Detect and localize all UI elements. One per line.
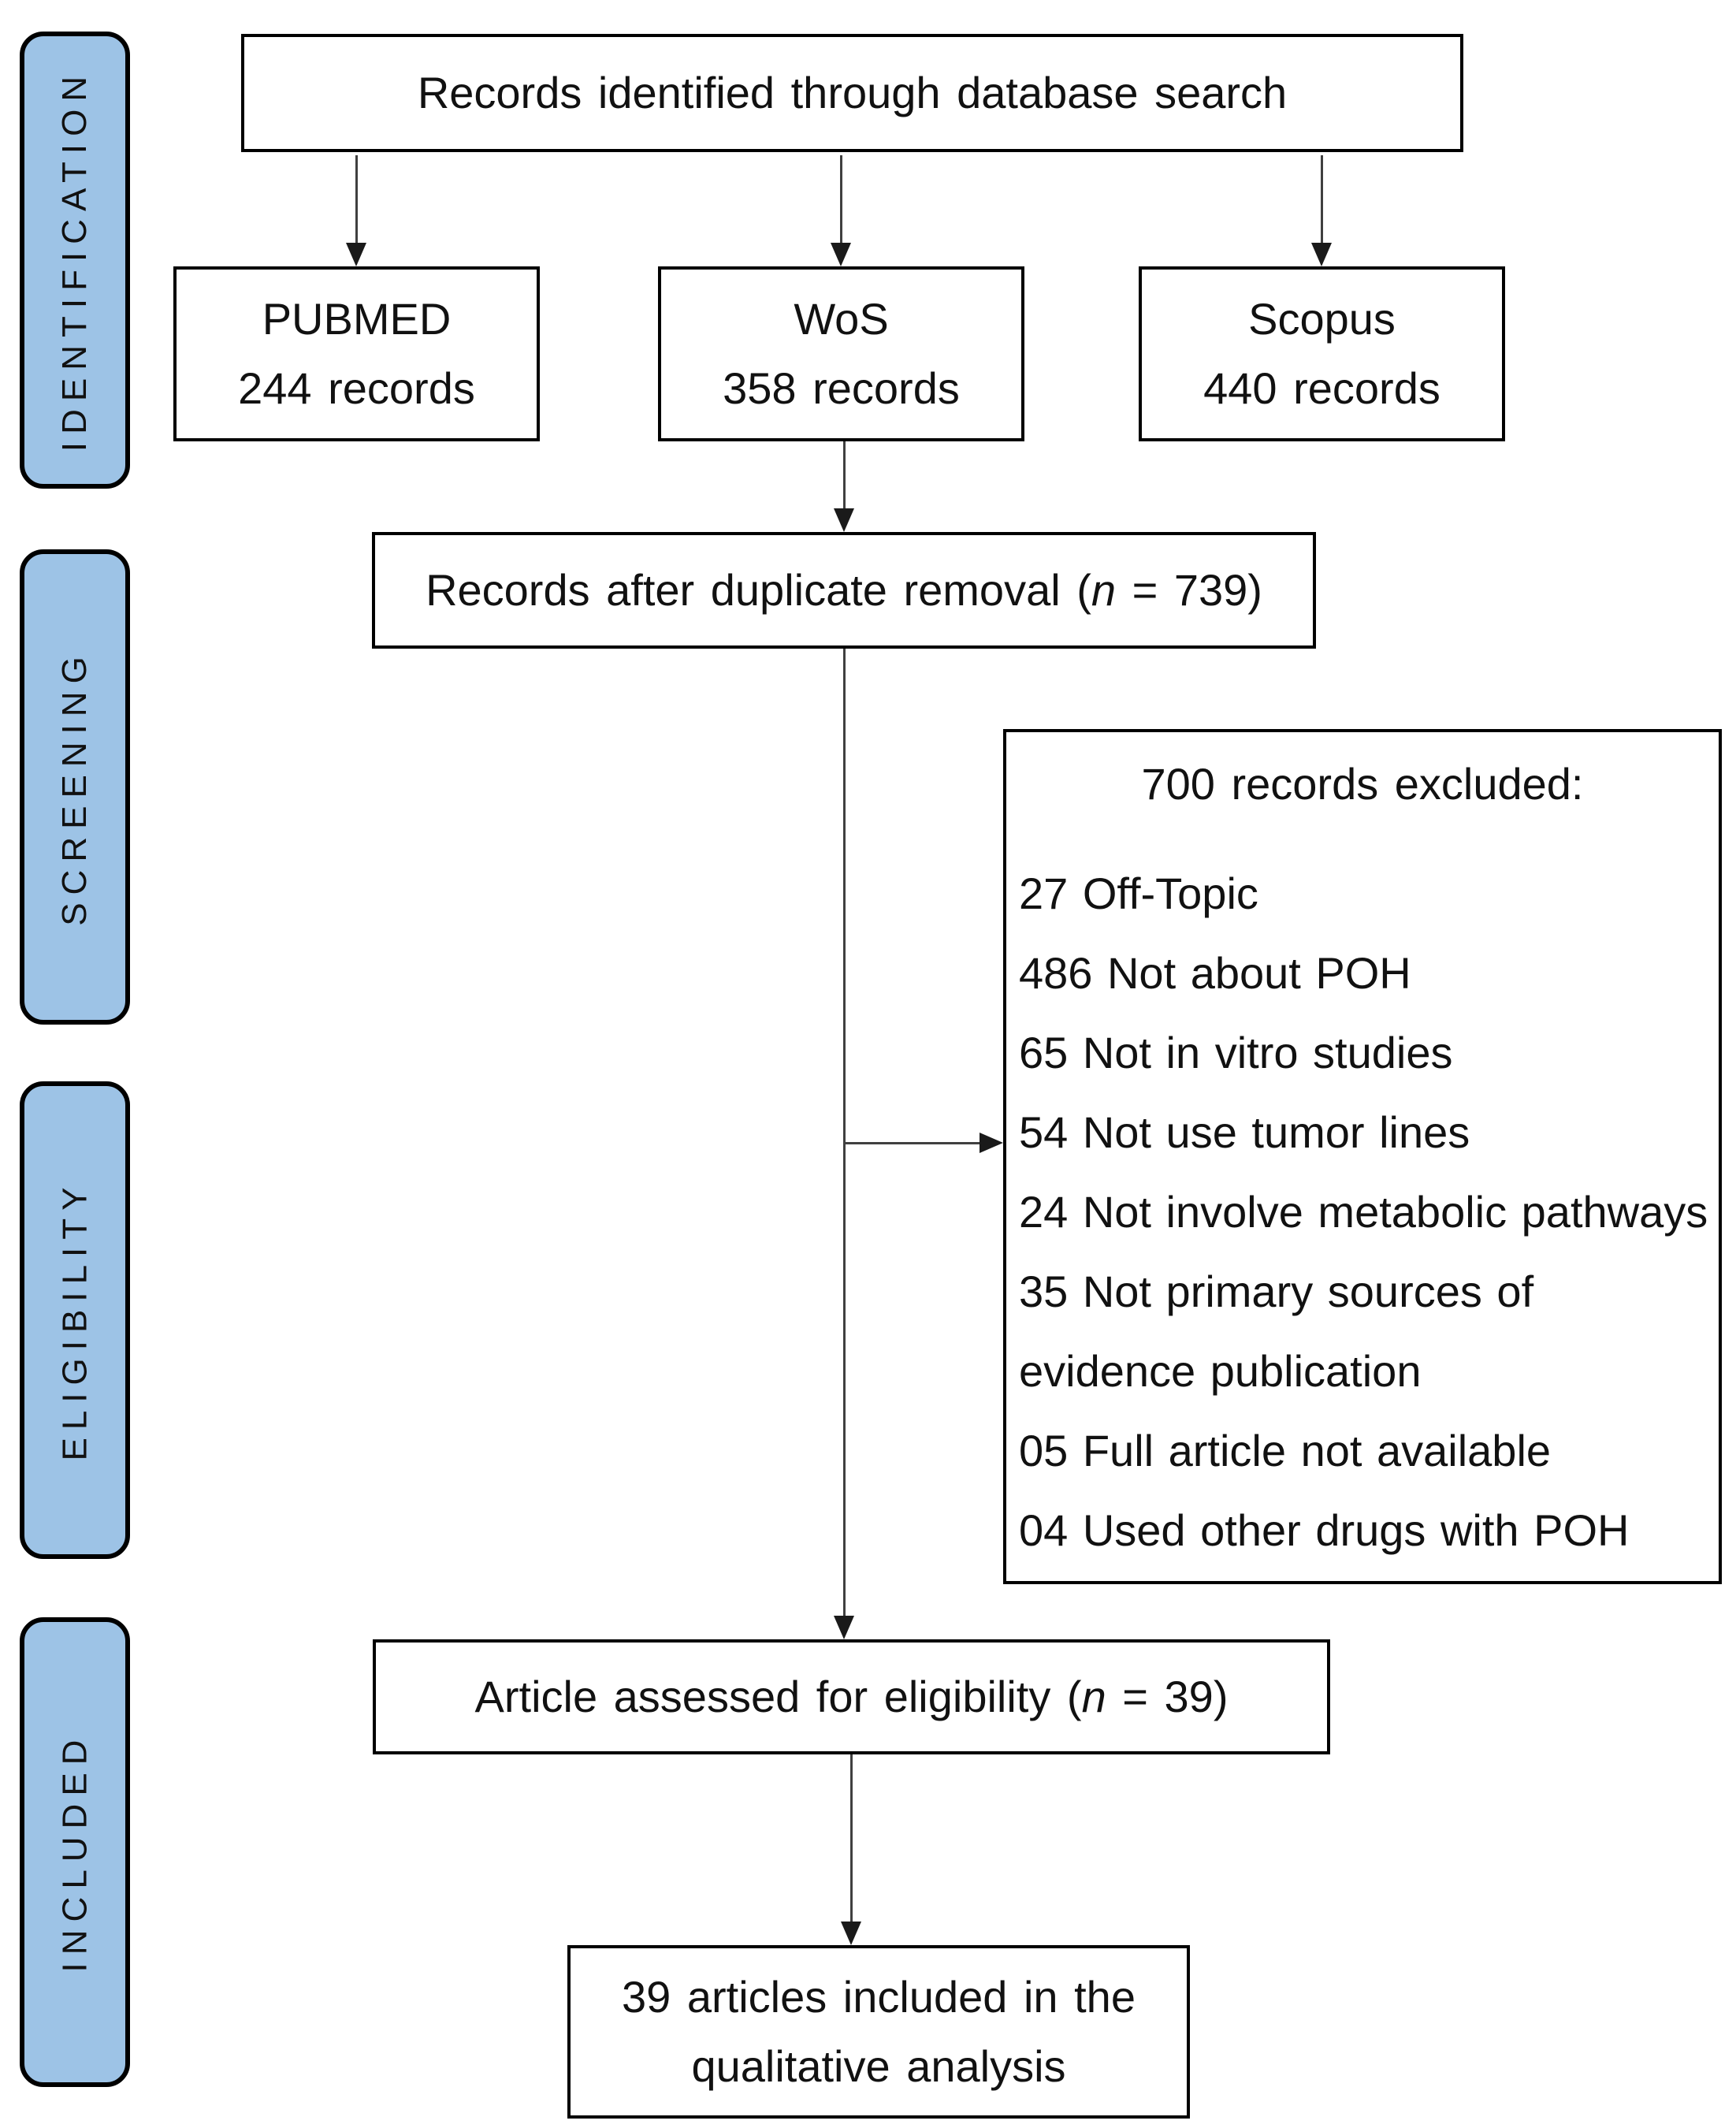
arrowhead-down-icon (834, 1616, 854, 1639)
excluded-reason: 24 Not involve metabolic pathways (1019, 1187, 1708, 1237)
included-articles-box: 39 articles included in the qualitative … (567, 1945, 1190, 2119)
stage-eligibility: ELIGIBILITY (20, 1081, 130, 1559)
excluded-reasons-list: 27 Off-Topic 486 Not about POH 65 Not in… (1006, 854, 1719, 1570)
eligibility-assessed-text: Article assessed for eligibility (n = 39… (475, 1662, 1229, 1732)
excluded-reason: 65 Not in vitro studies (1019, 1028, 1453, 1077)
arrow-branch-to-excluded (845, 1133, 1003, 1153)
stage-screening: SCREENING (20, 549, 130, 1025)
eligibility-assessed-box: Article assessed for eligibility (n = 39… (373, 1639, 1330, 1754)
arrow-eligibility-to-included (841, 1754, 861, 1945)
scopus-name: Scopus (1248, 294, 1396, 344)
scopus-box: Scopus 440 records (1139, 266, 1505, 441)
duplicates-removed-text: Records after duplicate removal (n = 739… (426, 556, 1262, 625)
records-identified-text: Records identified through database sear… (417, 68, 1288, 117)
excluded-reason: evidence publication (1019, 1346, 1422, 1396)
excluded-reason: 05 Full article not available (1019, 1426, 1552, 1475)
excluded-reason: 486 Not about POH (1019, 948, 1411, 998)
excluded-reason: 54 Not use tumor lines (1019, 1107, 1470, 1157)
arrowhead-right-icon (980, 1133, 1003, 1153)
stage-identification: IDENTIFICATION (20, 32, 130, 489)
arrowhead-down-icon (841, 1922, 861, 1945)
arrow-wos-to-duplicates (834, 441, 854, 532)
arrow-shaft (839, 155, 842, 246)
arrow-identified-to-pubmed (346, 155, 366, 266)
arrow-shaft (355, 155, 358, 246)
included-line2: qualitative analysis (691, 2041, 1066, 2091)
pubmed-name: PUBMED (262, 294, 452, 344)
excluded-reason: 04 Used other drugs with POH (1019, 1505, 1630, 1555)
wos-name: WoS (794, 294, 889, 344)
arrow-shaft (842, 441, 846, 512)
duplicates-removed-box: Records after duplicate removal (n = 739… (372, 532, 1316, 649)
eligibility-n-italic: n (1081, 1672, 1106, 1721)
arrow-shaft (845, 1141, 983, 1144)
excluded-reason: 27 Off-Topic (1019, 869, 1258, 918)
stage-included: INCLUDED (20, 1617, 130, 2087)
arrow-identified-to-scopus (1311, 155, 1332, 266)
arrowhead-down-icon (346, 243, 366, 266)
duplicates-text-after: = 739) (1116, 565, 1262, 615)
duplicates-text-before: Records after duplicate removal ( (426, 565, 1091, 615)
included-line1: 39 articles included in the (622, 1972, 1136, 2022)
arrow-shaft (842, 649, 846, 1619)
eligibility-text-after: = 39) (1106, 1672, 1229, 1721)
eligibility-text-before: Article assessed for eligibility ( (474, 1672, 1082, 1721)
wos-count: 358 records (723, 363, 960, 413)
records-identified-box: Records identified through database sear… (241, 34, 1463, 152)
stage-identification-label: IDENTIFICATION (55, 68, 95, 452)
arrowhead-down-icon (834, 508, 854, 532)
arrow-identified-to-wos (831, 155, 851, 266)
wos-box: WoS 358 records (658, 266, 1024, 441)
scopus-count: 440 records (1203, 363, 1440, 413)
stage-screening-label: SCREENING (55, 648, 94, 926)
arrow-shaft (1320, 155, 1323, 246)
arrow-shaft (849, 1754, 853, 1925)
arrow-duplicates-to-eligibility (834, 649, 854, 1639)
pubmed-count: 244 records (238, 363, 475, 413)
arrowhead-down-icon (1311, 243, 1332, 266)
stage-included-label: INCLUDED (55, 1732, 95, 1973)
stage-eligibility-label: ELIGIBILITY (55, 1179, 95, 1461)
records-excluded-box: 700 records excluded: 27 Off-Topic 486 N… (1003, 729, 1722, 1584)
arrowhead-down-icon (831, 243, 851, 266)
pubmed-box: PUBMED 244 records (173, 266, 540, 441)
excluded-title: 700 records excluded: (1141, 759, 1584, 809)
excluded-reason: 35 Not primary sources of (1019, 1267, 1534, 1316)
duplicates-n-italic: n (1091, 565, 1117, 615)
